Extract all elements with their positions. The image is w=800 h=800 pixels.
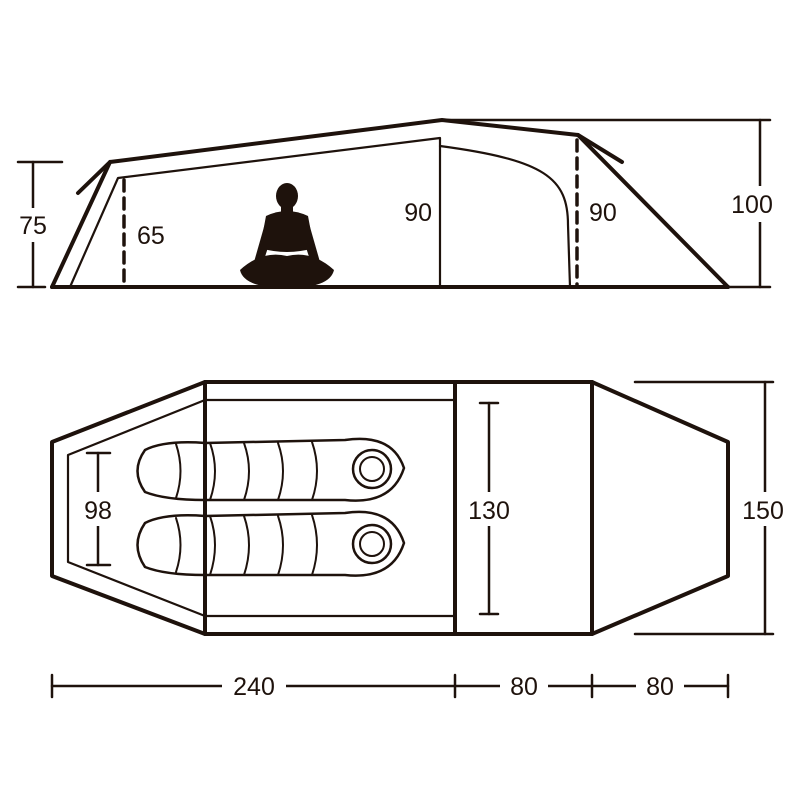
top-inner-width-label: 98: [84, 497, 112, 525]
length-tail-label: 80: [646, 673, 674, 701]
length-vestibule-label: 80: [510, 673, 538, 701]
side-inner-peak-height-label: 90: [404, 199, 432, 227]
side-vestibule-height-label: 90: [589, 199, 617, 227]
top-inner-width-dimension: [78, 451, 120, 567]
top-total-width-dimension: [633, 380, 794, 636]
top-view: 98 130 150: [50, 380, 794, 636]
sleeping-bag: [136, 437, 406, 502]
side-end-height-label: 75: [19, 212, 47, 240]
top-vestibule-width-label: 130: [468, 497, 510, 525]
side-left-pole-tip: [76, 160, 112, 195]
seated-person-silhouette: [240, 183, 334, 288]
top-vestibule-width-dimension: [463, 401, 515, 616]
side-right-pole-tip: [576, 133, 624, 164]
side-inner-end-height-label: 65: [137, 222, 165, 250]
side-vestibule-panel: [438, 144, 572, 289]
top-total-width-label: 150: [742, 497, 784, 525]
side-peak-height-label: 100: [731, 191, 773, 219]
side-view: 75 65 90 90 100: [10, 118, 794, 289]
length-dimension-line: 240 80 80: [50, 668, 730, 704]
sleeping-bag: [136, 510, 406, 577]
top-outer-footprint: [50, 380, 730, 636]
top-inner-footprint: [66, 398, 457, 618]
side-inner-tent: [68, 136, 442, 289]
length-inner-label: 240: [233, 673, 275, 701]
